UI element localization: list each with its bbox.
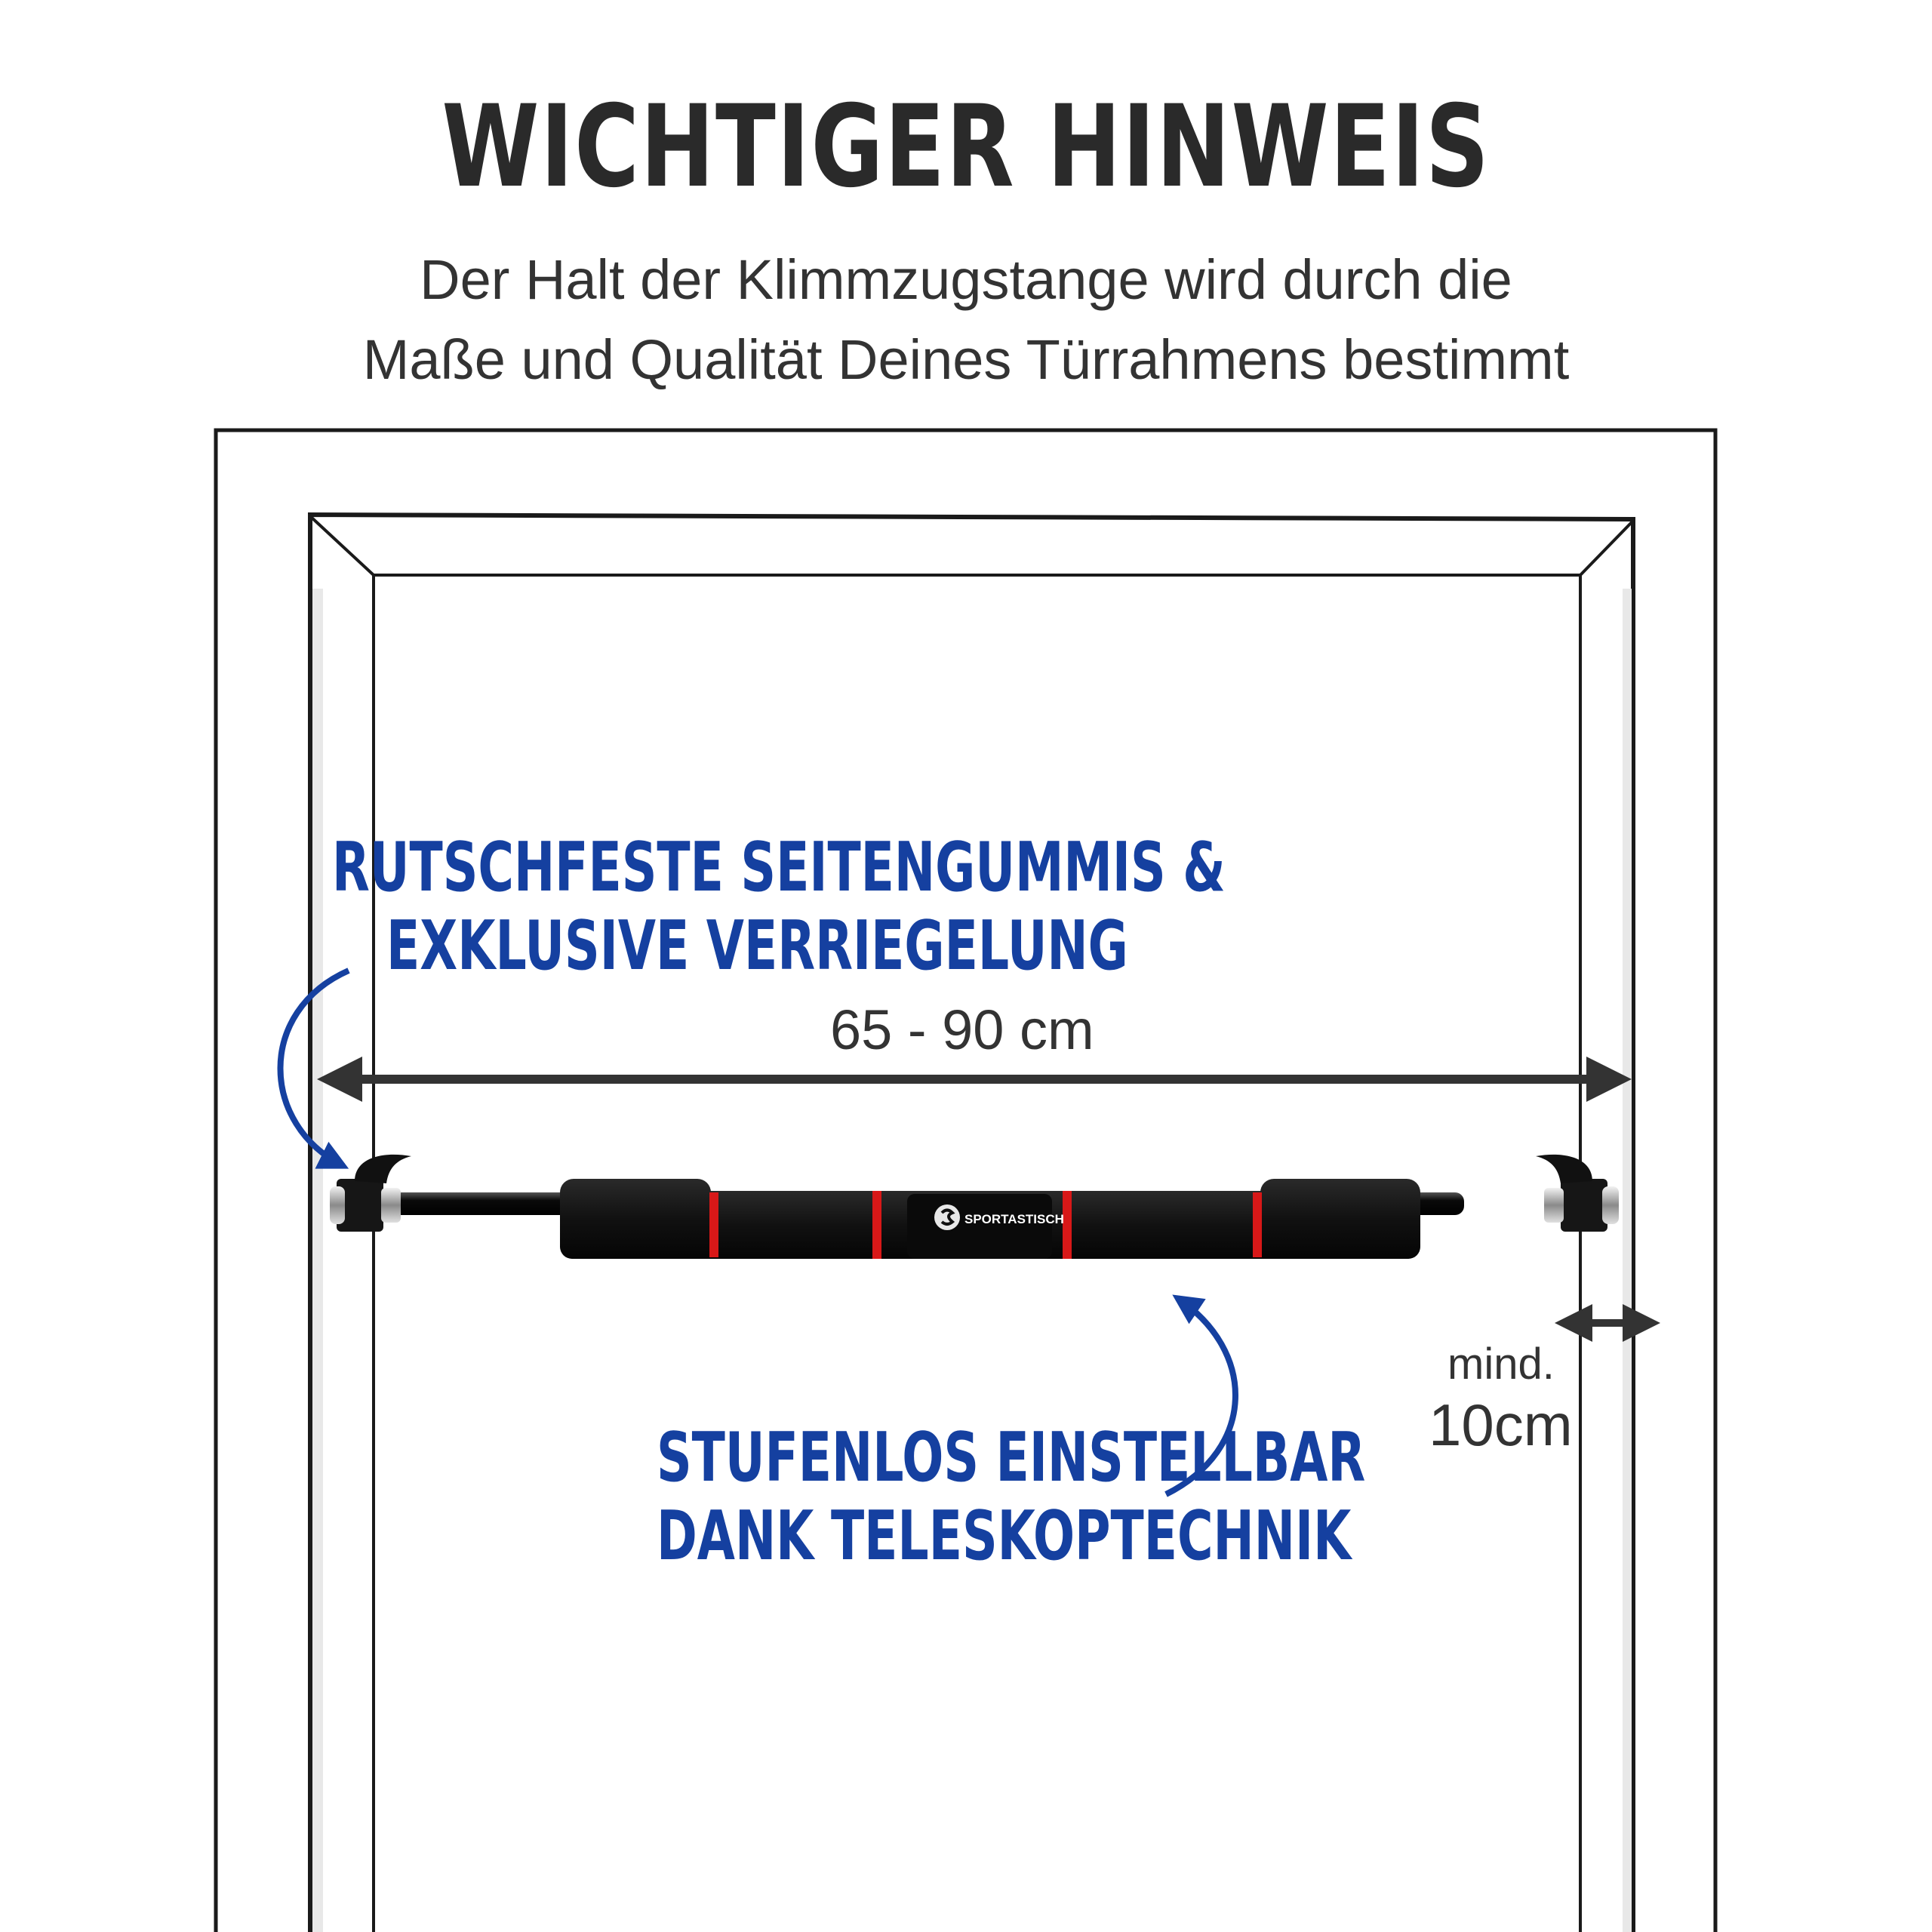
grips-callout-arrow [277, 968, 350, 1169]
grips-callout-line-2: EXKLUSIVE VERRIEGELUNG [386, 906, 1128, 986]
adjust-callout-arrow [1164, 1294, 1238, 1497]
page-subtitle: Der Halt der Klimmzugstange wird durch d… [0, 240, 1932, 400]
adjust-callout: STUFENLOS EINSTELLBAR DANK TELESKOPTECHN… [657, 1419, 1365, 1576]
min-depth-value: 10cm [1429, 1392, 1573, 1458]
min-depth-prefix: mind. [1447, 1340, 1555, 1389]
page-title: WICHTIGER HINWEIS [441, 82, 1491, 213]
brand-logo-text: SPORTASTISCH [964, 1212, 1064, 1226]
pull-up-bar: SPORTASTISCH [330, 1154, 1619, 1259]
door-frame [214, 428, 1718, 1932]
subtitle-line-2: Maße und Qualität Deines Türrahmens best… [362, 328, 1570, 391]
adjust-callout-line-1: STUFENLOS EINSTELLBAR [657, 1418, 1366, 1497]
door-width-label: 65 - 90 cm [830, 998, 1094, 1061]
grips-callout-line-1: RUTSCHFESTE SEITENGUMMIS & [332, 828, 1226, 907]
subtitle-line-1: Der Halt der Klimmzugstange wird durch d… [420, 248, 1512, 311]
grips-callout: RUTSCHFESTE SEITENGUMMIS & EXKLUSIVE VER… [332, 829, 1226, 986]
adjust-callout-line-2: DANK TELESKOPTECHNIK [657, 1497, 1352, 1576]
